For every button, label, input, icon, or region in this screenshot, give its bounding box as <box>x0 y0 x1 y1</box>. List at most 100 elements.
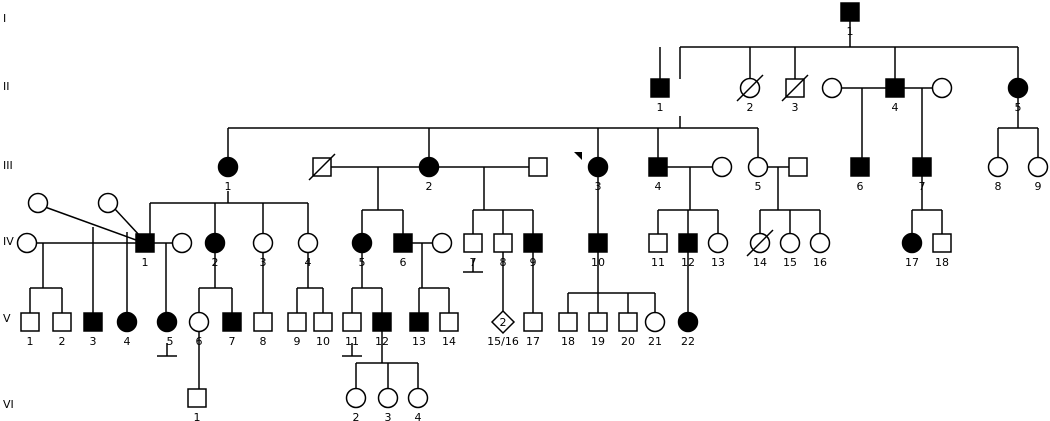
individual-iv-3: 3 <box>252 232 274 269</box>
individual-label: 8 <box>260 335 267 348</box>
individual-ii-2: 2 <box>736 74 764 114</box>
individual-label: 7 <box>229 335 236 348</box>
female-circle-icon <box>16 232 38 254</box>
individual-iv-16: 16 <box>809 232 831 269</box>
individual-vi-1: 1 <box>187 388 207 421</box>
male-square-icon <box>788 157 808 177</box>
individual-v-4: 4 <box>116 311 138 348</box>
individual-label: 2 <box>426 180 433 193</box>
individual-label: 4 <box>305 256 312 269</box>
female-circle-icon <box>931 77 953 99</box>
male-square-icon <box>313 312 333 332</box>
individual-label: 15/16 <box>487 335 519 348</box>
individual-label: 4 <box>892 101 899 114</box>
individual-v-3: 3 <box>83 312 103 348</box>
individual-label: 4 <box>124 335 131 348</box>
female-circle-icon <box>156 311 178 333</box>
individual-label: 5 <box>167 335 174 348</box>
female-circle-icon <box>97 192 119 214</box>
individual-v-20: 20 <box>618 312 638 348</box>
individual-iii-2: 2 <box>418 156 440 193</box>
individual-label: 17 <box>526 335 540 348</box>
generation-label-VI: VI <box>3 398 14 411</box>
individual-label: 9 <box>530 256 537 269</box>
generation-label-I: I <box>3 12 6 25</box>
individual-v-21: 21 <box>644 311 666 348</box>
female-circle-icon <box>188 311 210 333</box>
individual-label: 10 <box>316 335 330 348</box>
individual-label: 1 <box>27 335 34 348</box>
male-square-icon <box>678 233 698 253</box>
individual-label: 2 <box>59 335 66 348</box>
individual-label: 12 <box>375 335 389 348</box>
female-circle-icon <box>217 156 239 178</box>
individual-vi-4: 4 <box>407 387 429 421</box>
individual-iv-15: 15 <box>779 232 801 269</box>
individual-label: 2 <box>353 411 360 421</box>
individual-v-12: 12 <box>372 312 392 348</box>
individual-iv-5: 5 <box>351 232 373 269</box>
individual-ii-4: 4 <box>885 78 905 114</box>
male-square-icon <box>439 312 459 332</box>
individual-iii-3: 3 <box>587 156 609 193</box>
individual-iv-10: 10 <box>588 233 608 269</box>
individual-label: 6 <box>857 180 864 193</box>
individual-label: 1 <box>194 411 201 421</box>
female-circle-icon <box>1027 156 1049 178</box>
deceased-slash-icon <box>746 229 774 257</box>
female-circle-icon <box>345 387 367 409</box>
individual-label: 8 <box>500 256 507 269</box>
male-square-icon <box>187 388 207 408</box>
individual-label: 21 <box>648 335 662 348</box>
deceased-slash-icon <box>736 74 764 102</box>
female-circle-icon <box>747 156 769 178</box>
female-circle-icon <box>707 232 729 254</box>
generation-label-IV: IV <box>3 235 14 248</box>
individual-label: 12 <box>681 256 695 269</box>
individual-iv-2: 2 <box>204 232 226 269</box>
female-circle-icon <box>779 232 801 254</box>
individual-v-6: 6 <box>188 311 210 348</box>
individual-v-10: 10 <box>313 312 333 348</box>
male-square-icon <box>393 233 413 253</box>
individual-label: 18 <box>935 256 949 269</box>
individual-iii-8: 8 <box>987 156 1009 193</box>
individual-ii-3: 3 <box>781 74 809 114</box>
individual-iii-7: 7 <box>912 157 932 193</box>
deceased-slash-icon <box>308 153 336 181</box>
individual-label: 3 <box>385 411 392 421</box>
individual-v-19: 19 <box>588 312 608 348</box>
male-square-icon <box>932 233 952 253</box>
individual-v-9: 9 <box>287 312 307 348</box>
male-square-icon <box>287 312 307 332</box>
individual-label: 11 <box>651 256 665 269</box>
generation-label-II: II <box>3 80 10 93</box>
sibling-count-label: 2 <box>500 316 507 329</box>
deceased-slash-icon <box>781 74 809 102</box>
female-circle-icon <box>204 232 226 254</box>
individual-label: 1 <box>142 256 149 269</box>
individual-iii-2s1 <box>308 153 336 181</box>
female-circle-icon <box>171 232 193 254</box>
male-square-icon <box>588 233 608 253</box>
individual-iii-5s <box>788 157 808 177</box>
individual-iii-4s <box>711 156 733 178</box>
individual-iv-12: 12 <box>678 233 698 269</box>
male-square-icon <box>650 78 670 98</box>
unknown-sex-diamond-icon <box>490 309 516 335</box>
individual-ii-4b <box>931 77 953 99</box>
male-square-icon <box>648 157 668 177</box>
individual-label: 5 <box>755 180 762 193</box>
individual-label: 1 <box>847 25 854 38</box>
female-circle-icon <box>901 232 923 254</box>
individual-label: 4 <box>415 411 422 421</box>
individual-iv-11: 11 <box>648 233 668 269</box>
female-circle-icon <box>116 311 138 333</box>
individual-v-8: 8 <box>253 312 273 348</box>
female-circle-icon <box>821 77 843 99</box>
individual-i-1: 1 <box>840 2 860 38</box>
male-square-icon <box>523 233 543 253</box>
individual-iii-9: 9 <box>1027 156 1049 193</box>
